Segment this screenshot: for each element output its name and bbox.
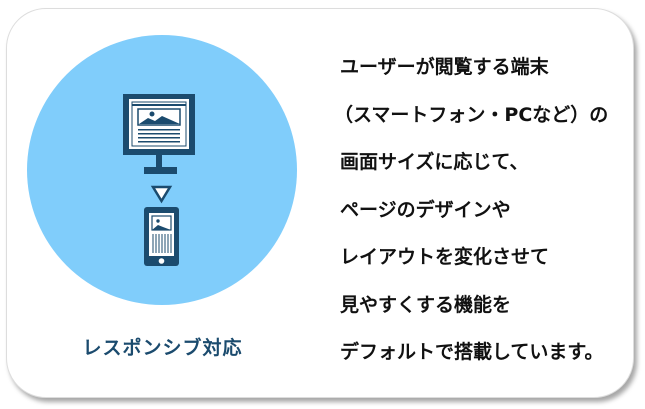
arrow-down-triangle-icon bbox=[150, 185, 173, 204]
description-line: デフォルトで搭載しています。 bbox=[340, 341, 604, 363]
responsive-illustration bbox=[123, 94, 195, 266]
smartphone-icon bbox=[144, 207, 179, 266]
description-line: （スマートフォン・PCなど）の bbox=[334, 103, 609, 126]
feature-label: レスポンシブ対応 bbox=[82, 337, 243, 359]
description-line: レイアウトを変化させて bbox=[340, 246, 550, 268]
desktop-monitor-icon bbox=[123, 94, 195, 174]
description-line: ページのデザインや bbox=[340, 198, 511, 221]
description-line: ユーザーが閲覧する端末 bbox=[340, 56, 549, 78]
description-line: 画面サイズに応じて、 bbox=[340, 151, 529, 173]
feature-description: ユーザーが閲覧する端末 （スマートフォン・PCなど）の 画面サイズに応じて、 ペ… bbox=[334, 52, 608, 385]
description-line: 見やすくする機能を bbox=[340, 293, 512, 316]
